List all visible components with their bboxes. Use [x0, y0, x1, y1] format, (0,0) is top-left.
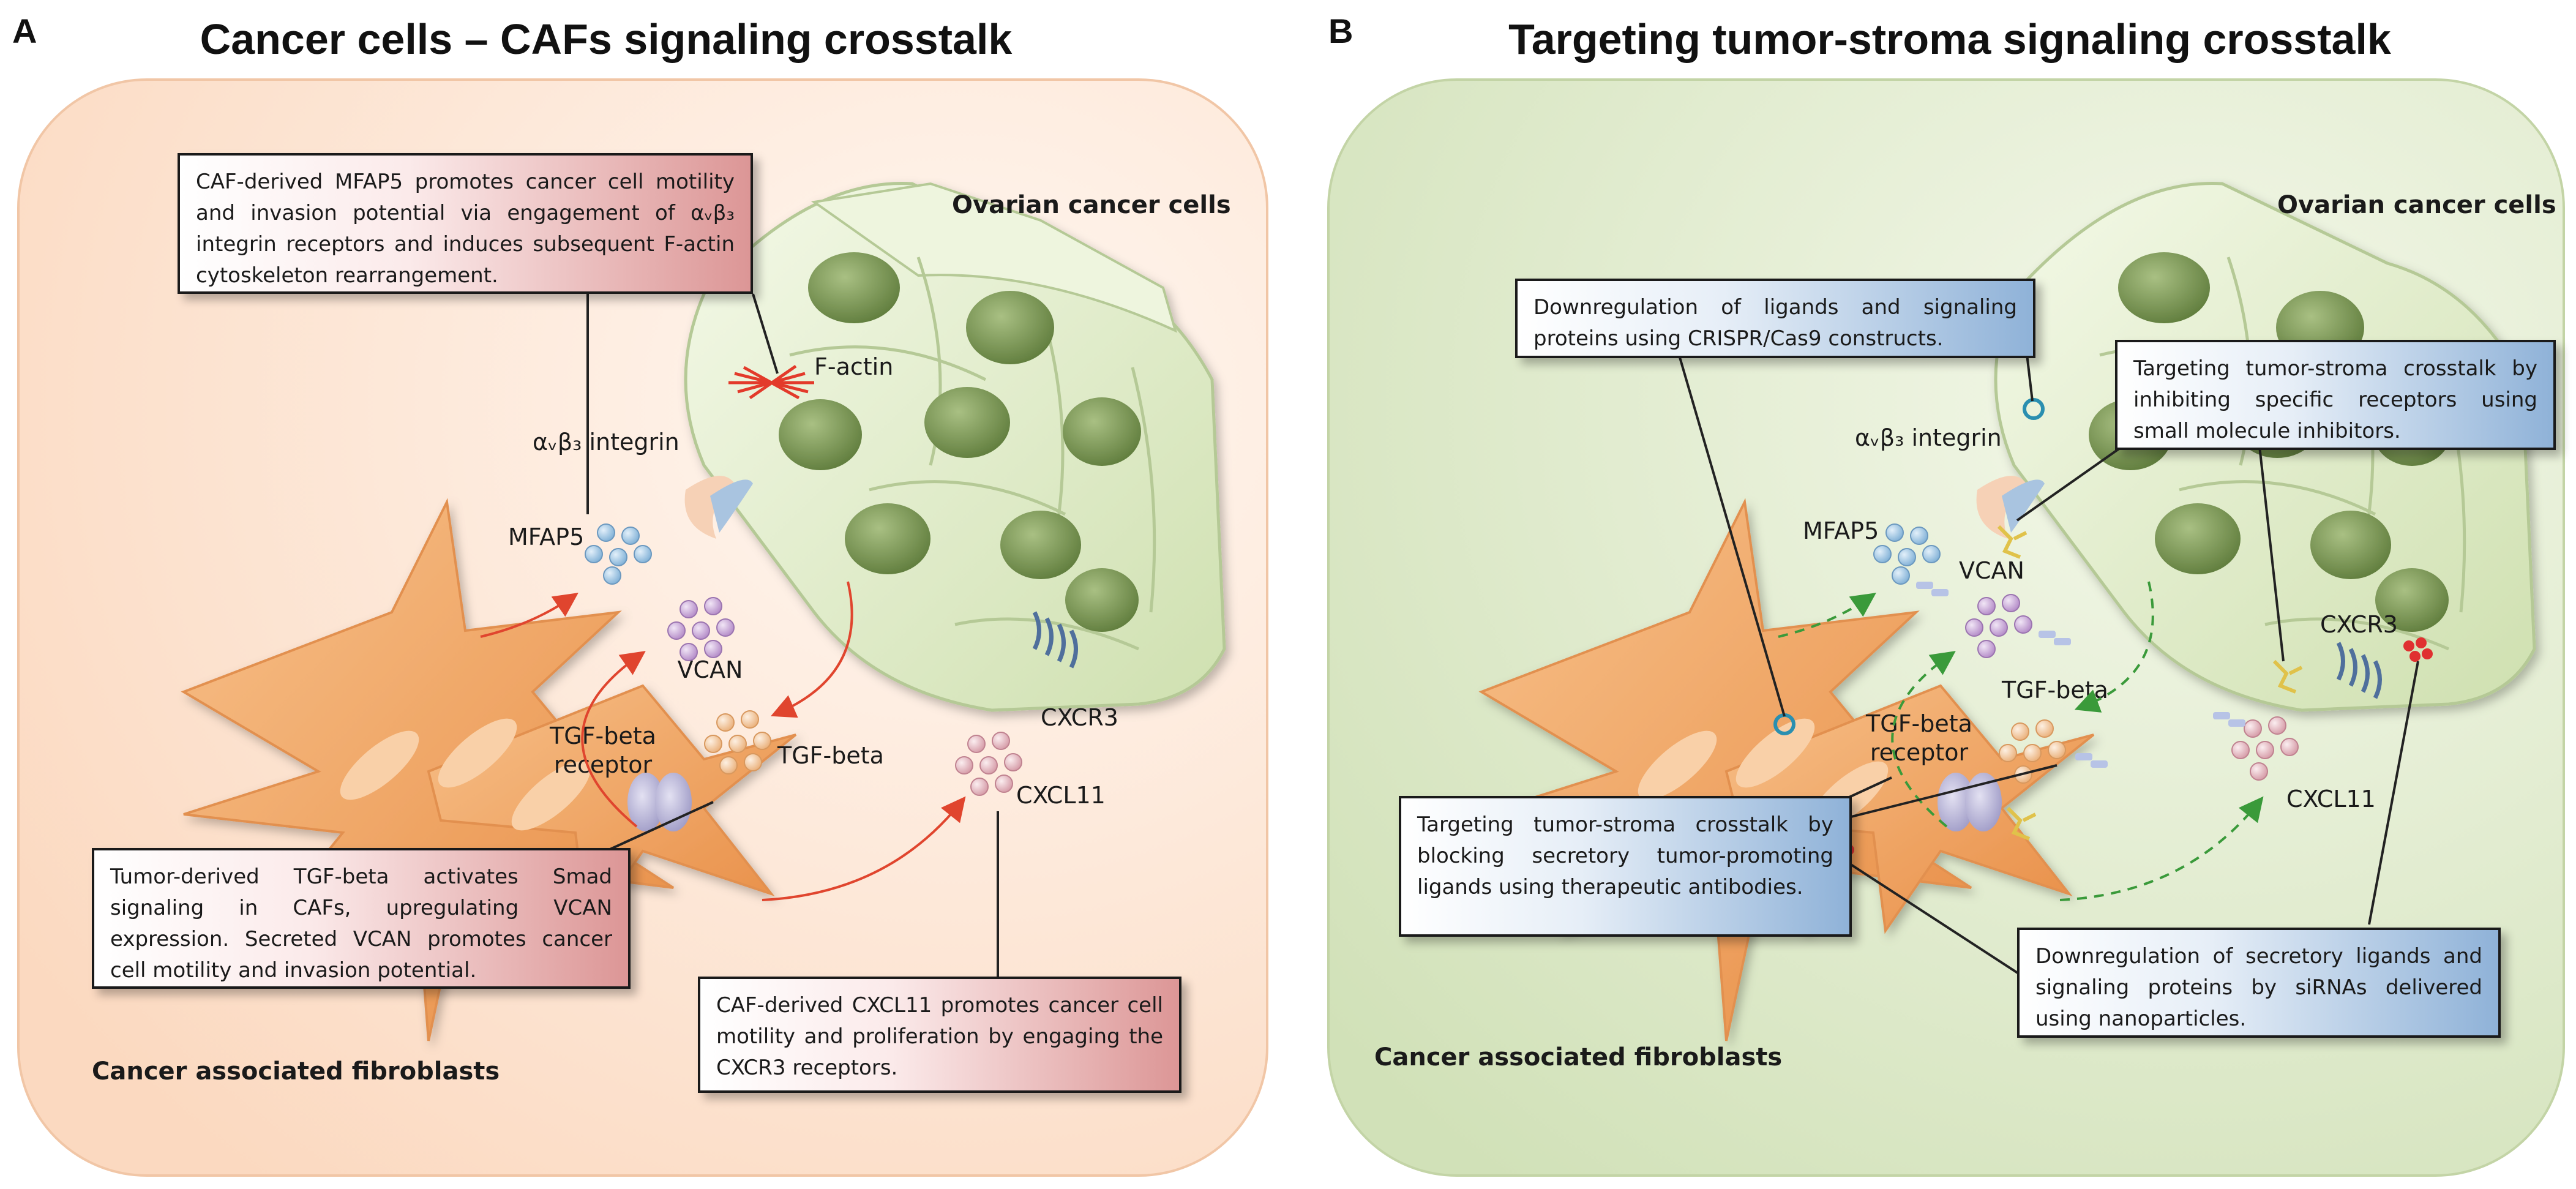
tgfb-receptor-label-2: receptor [554, 751, 653, 778]
panel-b-title: Targeting tumor-stroma signaling crossta… [1508, 15, 2391, 63]
nucleus-icon [1065, 568, 1139, 632]
cxcr3-receptor-icon [1032, 611, 1078, 669]
integrin-label-b: αᵥβ₃ integrin [1855, 424, 2002, 451]
small-molecule-inhibitor-icon [1997, 525, 2303, 841]
cxcr3-receptor-icon [2336, 642, 2382, 699]
crispr-construct-icon [2023, 398, 2045, 420]
tgfb-label-b: TGF-beta [2001, 677, 2108, 703]
cxcr3-label: CXCR3 [1041, 704, 1118, 731]
crispr-info-box: Downregulation of ligands and signaling … [1515, 279, 2035, 358]
nucleus-icon [845, 503, 930, 574]
arrow-cancer-to-tgfb-b [2074, 581, 2154, 713]
f-actin-label: F-actin [814, 353, 893, 380]
nucleus-icon [2155, 503, 2241, 574]
nucleus-icon [808, 252, 900, 323]
panel-a-letter: A [12, 12, 37, 50]
nucleus-icon [779, 399, 862, 470]
tgfb-receptor-label-1: TGF-beta [549, 722, 656, 749]
arrow-cancer-to-tgfb [770, 581, 853, 718]
ovarian-cancer-cells-a [684, 182, 1226, 712]
f-actin-icon [728, 364, 814, 400]
tgfb-molecules-icon [704, 710, 771, 775]
mfap5-label-b: MFAP5 [1803, 517, 1879, 544]
integrin-label: αᵥβ₃ integrin [533, 429, 680, 456]
tgfb-molecules-icon [1999, 719, 2066, 784]
panel-a: A Cancer cells – CAFs signaling crosstal… [12, 12, 1268, 1177]
cxcl11-info-box: CAF-derived CXCL11 promotes cancer cell … [698, 977, 1181, 1093]
nucleus-icon [1000, 511, 1081, 579]
sirna-info-box: Downregulation of secretory ligands and … [2017, 928, 2501, 1038]
ovarian-label-a: Ovarian cancer cells [952, 191, 1231, 219]
tgfb-receptor-label-2-b: receptor [1870, 739, 1969, 766]
arrow-caf-to-cxcl11-b [2059, 796, 2264, 901]
nucleus-icon [924, 387, 1010, 458]
mfap5-molecules-icon [1873, 523, 1941, 585]
arrow-caf-to-mfap5 [480, 593, 578, 638]
vcan-molecules-icon [667, 597, 735, 661]
nucleus-icon [1063, 397, 1141, 466]
vcan-molecules-icon [1965, 594, 2032, 658]
antibodies-info-box: Targeting tumor-stroma crosstalk by bloc… [1399, 796, 1852, 937]
vcan-label-b: VCAN [1959, 557, 2024, 584]
signaling-arrows-b [1778, 581, 2264, 901]
ovarian-label-b: Ovarian cancer cells [2277, 191, 2556, 219]
nucleus-icon [966, 291, 1054, 364]
vcan-label: VCAN [678, 656, 743, 683]
cxcl11-molecules-icon [2231, 716, 2299, 781]
nucleus-icon [2310, 511, 2391, 579]
mfap5-molecules-icon [585, 523, 652, 585]
cafs-label-a: Cancer associated fibroblasts [92, 1057, 500, 1086]
tgfb-info-box: Tumor-derived TGF-beta activates Smad si… [92, 848, 631, 989]
therapeutic-antibody-icon [1916, 582, 2245, 768]
arrow-caf-to-cxcl11 [762, 796, 966, 901]
integrin-beta-icon [710, 479, 753, 533]
panel-a-title: Cancer cells – CAFs signaling crosstalk [200, 15, 1013, 63]
cxcl11-label: CXCL11 [1016, 782, 1106, 809]
cxcl11-molecules-icon [955, 732, 1022, 796]
nucleus-icon [2375, 568, 2449, 632]
mfap5-label: MFAP5 [508, 523, 584, 550]
tgfb-callout-line [605, 801, 714, 852]
tgfb-label: TGF-beta [777, 742, 884, 769]
cxcl11-label-b: CXCL11 [2286, 786, 2376, 812]
panel-b-letter: B [1328, 12, 1353, 50]
arrow-receptor-to-vcan [581, 651, 646, 828]
factin-callout-line [752, 293, 779, 374]
small-molecule-info-box: Targeting tumor-stroma crosstalk by inhi… [2115, 340, 2556, 450]
cxcr3-label-b: CXCR3 [2320, 611, 2398, 638]
signaling-arrows-a [480, 581, 966, 901]
integrin-beta-icon [2002, 479, 2045, 533]
mfap5-info-box: CAF-derived MFAP5 promotes cancer cell m… [178, 153, 753, 294]
nucleus-icon [2118, 252, 2210, 323]
callout-lines-b [1676, 348, 2419, 978]
arrow-receptor-to-vcan-b [1891, 651, 1956, 828]
cafs-label-b: Cancer associated fibroblasts [1374, 1043, 1782, 1071]
tgfb-receptor-label-1-b: TGF-beta [1865, 710, 1972, 737]
arrow-caf-to-mfap5-b [1778, 593, 1876, 638]
